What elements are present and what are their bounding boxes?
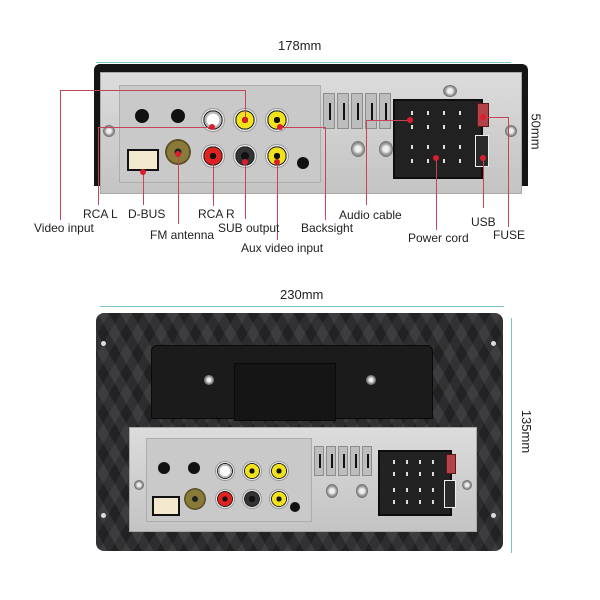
screw-icon: [103, 125, 115, 137]
aux-video-input-jack: [270, 490, 288, 508]
bottom-height-dimension-line: [511, 318, 512, 553]
fuse-holder: [446, 454, 456, 474]
bottom-width-dimension-line: [100, 306, 504, 307]
top-width-dimension-line: [96, 62, 511, 63]
aux-video-output-jack: [270, 462, 288, 480]
usb-port: [444, 480, 456, 508]
rca-l-jack: [202, 109, 224, 131]
head-unit-rear-plate: [100, 72, 522, 194]
vent-slot: [323, 93, 335, 129]
pointer-dot: [242, 117, 248, 123]
rca-l-jack: [216, 462, 234, 480]
av-connector-panel: [119, 85, 321, 183]
backsight-port: [338, 446, 348, 476]
aux-video-input-jack: [266, 145, 288, 167]
screw-icon: [351, 141, 365, 157]
mic-jack: [290, 502, 300, 512]
head-unit-rear-plate-small: [129, 427, 477, 532]
screw-icon: [356, 484, 368, 498]
screw-icon: [379, 141, 393, 157]
screw-icon: [326, 484, 338, 498]
rca-r-jack: [216, 490, 234, 508]
callout-usb: USB: [471, 215, 496, 229]
rca-r-jack: [202, 145, 224, 167]
screw-icon: [505, 125, 517, 137]
d-bus-connector: [127, 149, 159, 171]
frame-mount-hole: [491, 513, 496, 518]
callout-d-bus: D-BUS: [128, 207, 166, 221]
callout-video-input: Video input: [34, 221, 94, 235]
iso-power-audio-connector: [378, 450, 452, 516]
bottom-width-label: 230mm: [280, 287, 324, 302]
screw-icon: [443, 85, 457, 97]
callout-aux-video-input: Aux video input: [241, 241, 324, 255]
vent-slot: [314, 446, 324, 476]
backsight-port: [351, 93, 363, 129]
callout-rca-l: RCA L: [83, 207, 118, 221]
fm-antenna-socket: [184, 488, 206, 510]
frame-mount-hole: [101, 513, 106, 518]
screw-icon: [134, 480, 144, 490]
callout-sub-output: SUB output: [218, 221, 280, 235]
top-height-label: 50mm: [528, 113, 544, 150]
usb-port: [475, 135, 489, 167]
callout-rca-r: RCA R: [198, 207, 235, 221]
vent-slot: [362, 446, 372, 476]
d-bus-connector: [152, 496, 180, 516]
mount-hole: [171, 109, 185, 123]
vent-slot: [379, 93, 391, 129]
mount-hole: [135, 109, 149, 123]
mount-hole: [158, 462, 170, 474]
sub-output-jack: [243, 490, 261, 508]
screw-icon: [366, 375, 376, 385]
callout-audio-cable: Audio cable: [339, 208, 402, 222]
screw-icon: [462, 480, 472, 490]
vent-slot: [326, 446, 336, 476]
iso-power-audio-connector: [393, 99, 483, 179]
mic-jack: [297, 157, 309, 169]
callout-backsight: Backsight: [301, 221, 354, 235]
callout-power-cord: Power cord: [408, 231, 469, 245]
vent-slot: [337, 93, 349, 129]
bottom-height-label: 135mm: [519, 409, 535, 454]
screw-icon: [204, 375, 214, 385]
video-input-jack: [243, 462, 261, 480]
mount-hole: [188, 462, 200, 474]
frame-mount-hole: [491, 341, 496, 346]
callout-fuse: FUSE: [493, 228, 526, 242]
bracket-center-slot: [234, 363, 336, 421]
vent-slot: [350, 446, 360, 476]
top-width-label: 178mm: [278, 38, 322, 53]
frame-mount-hole: [101, 341, 106, 346]
callout-fm-antenna: FM antenna: [150, 228, 215, 242]
sub-output-jack: [234, 145, 256, 167]
